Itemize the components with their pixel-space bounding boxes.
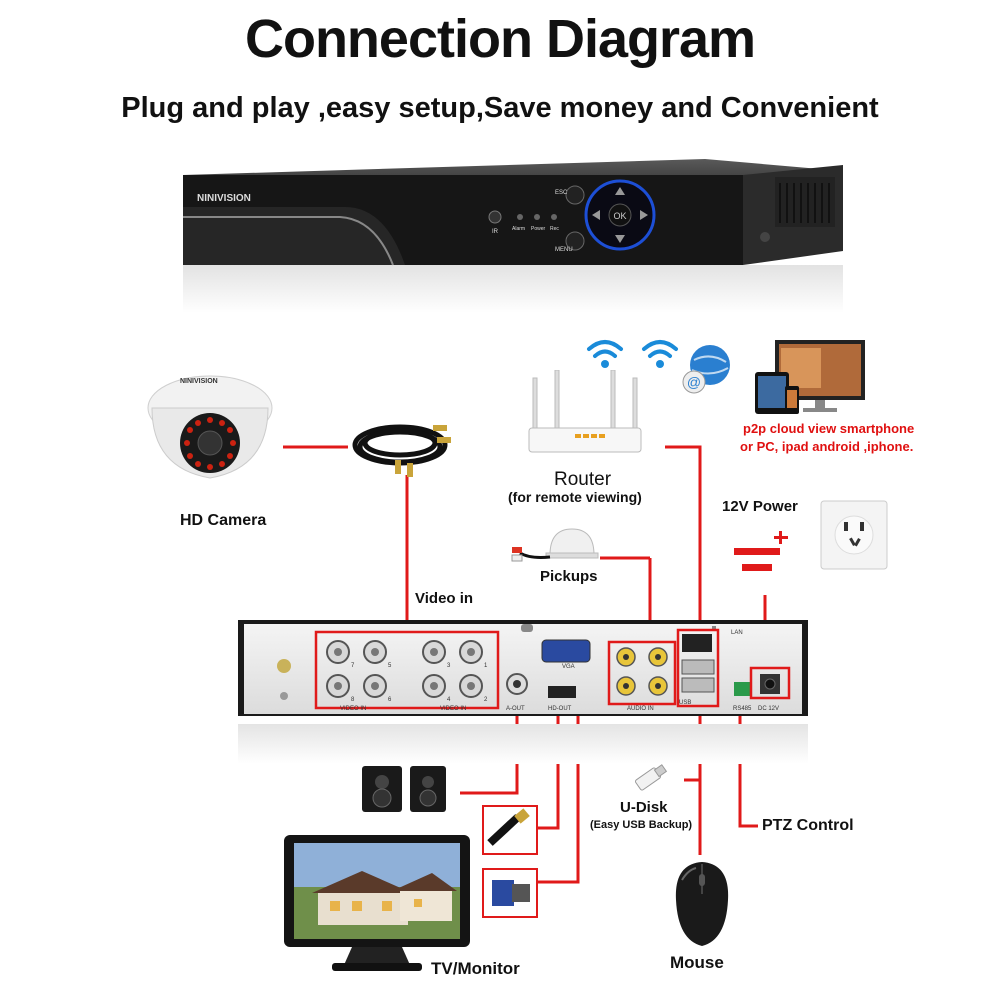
p2p-line2: or PC, ipad android ,iphone. [740, 439, 914, 454]
dvr-front-panel: NINIVISION OK [183, 159, 843, 313]
hd-camera-label: HD Camera [180, 512, 267, 529]
back-rs485-label: RS485 [733, 706, 752, 712]
bnc-cable-coil [352, 424, 451, 477]
router [528, 370, 642, 453]
mouse-icon [675, 862, 729, 946]
mouse-label: Mouse [670, 953, 724, 972]
rec-label: Rec [550, 226, 559, 232]
udisk-sublabel: (Easy USB Backup) [590, 819, 693, 831]
video-in-label: Video in [415, 590, 474, 607]
page-subtitle: Plug and play ,easy setup,Save money and… [121, 92, 879, 124]
ch-label: 7 [351, 663, 355, 669]
usb-disk-icon [635, 764, 668, 791]
globe-email-icon: @ [682, 345, 730, 394]
back-vga-label: VGA [562, 664, 575, 670]
vga-cable [482, 868, 538, 918]
ch-label: 2 [484, 697, 488, 703]
p2p-devices [755, 340, 865, 414]
back-panel-reflection [238, 724, 808, 764]
wall-outlet-icon [820, 500, 888, 570]
ch-label: 6 [388, 697, 392, 703]
dome-camera [147, 375, 273, 479]
back-a-out-label: A-OUT [506, 706, 525, 712]
speakers [362, 766, 446, 812]
back-video-in-label-left: VIDEO IN [340, 706, 367, 712]
ptz-control-label: PTZ Control [762, 817, 854, 834]
pickup-mic [511, 528, 599, 562]
esc-label: ESC [555, 190, 568, 196]
power-led-label: Power [531, 226, 546, 232]
ir-label: IR [492, 229, 498, 235]
power-label: 12V Power [722, 498, 798, 515]
alarm-label: Alarm [512, 226, 526, 232]
tv-monitor-label: TV/Monitor [431, 959, 520, 978]
back-lan-label: LAN [731, 630, 743, 636]
ch-label: 4 [447, 697, 451, 703]
ch-label: 5 [388, 663, 392, 669]
p2p-line1: p2p cloud view smartphone [743, 421, 915, 436]
router-sublabel: (for remote viewing) [508, 489, 642, 505]
wire-router-lan [665, 445, 702, 632]
dvr-back-panel [238, 620, 808, 716]
back-video-in-label-right: VIDEO IN [440, 706, 467, 712]
back-hd-out-label: HD-OUT [548, 706, 572, 712]
router-label: Router [554, 469, 612, 490]
back-dc12v-label: DC 12V [758, 706, 780, 712]
dvr-front-brand: NINIVISION [197, 193, 251, 204]
menu-label: MENU [555, 247, 573, 253]
audio-in-highlight [607, 640, 677, 706]
back-usb-label: USB [679, 700, 692, 706]
hdmi-cable [482, 805, 538, 855]
page-title: Connection Diagram [244, 9, 756, 69]
camera-brand: NINIVISION [180, 378, 218, 385]
tv-monitor [284, 835, 470, 971]
wifi-icon-2 [642, 340, 678, 368]
dpad-ok-label: OK [613, 211, 626, 221]
dc-power-symbol [734, 531, 788, 571]
svg-text:@: @ [687, 374, 701, 390]
wifi-icon [587, 340, 623, 368]
ch-label: 1 [484, 663, 488, 669]
ch-label: 8 [351, 697, 355, 703]
video-in-highlight [314, 630, 500, 710]
lan-usb-highlight [676, 628, 720, 708]
udisk-label: U-Disk [620, 799, 668, 816]
ch-label: 3 [447, 663, 451, 669]
back-audio-in-label: AUDIO IN [627, 706, 654, 712]
pickups-label: Pickups [540, 568, 598, 585]
